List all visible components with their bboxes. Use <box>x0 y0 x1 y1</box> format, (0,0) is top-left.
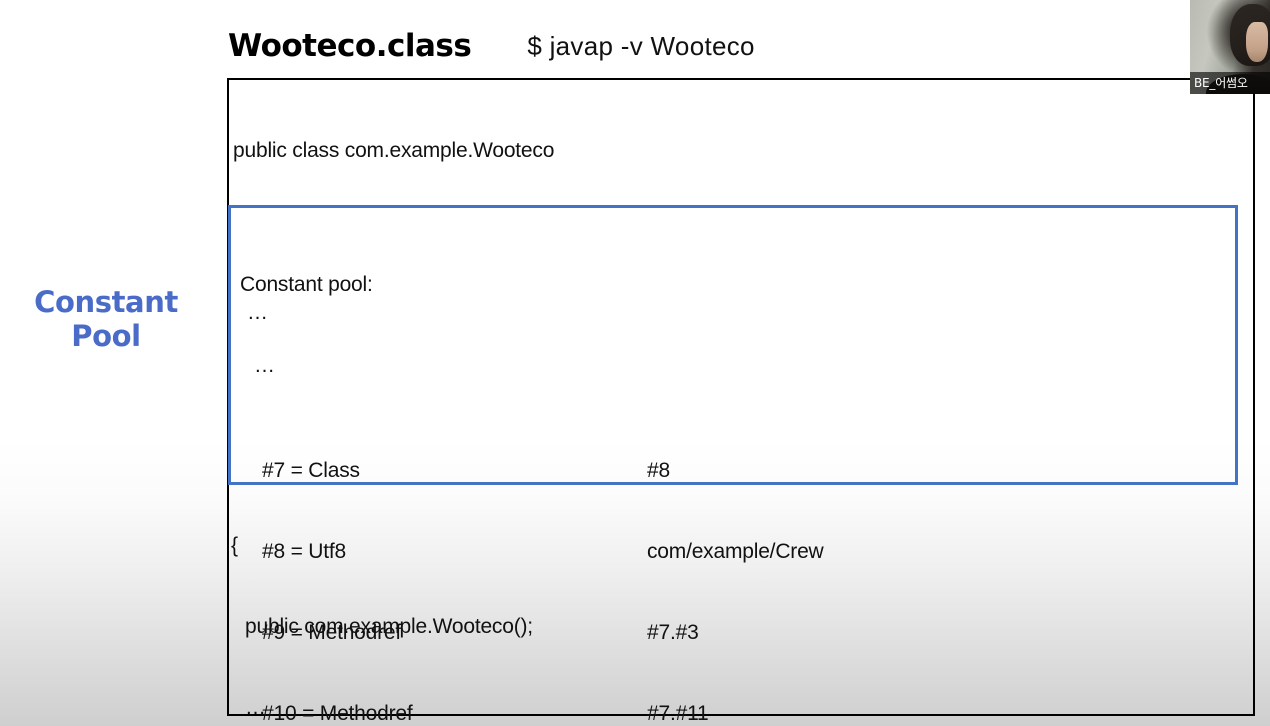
constant-pool-entry-value: #7.#3 <box>647 621 699 644</box>
constant-pool-entry-name: #9 = Methodref <box>262 621 402 644</box>
javap-command-text: $ javap -v Wooteco <box>527 30 755 61</box>
constant-pool-heading: Constant pool: <box>240 273 373 296</box>
class-declaration-line: public class com.example.Wooteco <box>233 139 555 162</box>
constant-pool-entry-name: #7 = Class <box>262 459 360 482</box>
open-brace-line: { <box>231 534 238 557</box>
page-title: Wooteco.class <box>228 28 472 64</box>
constant-pool-content: Constant pool: … #7 = Class #8 #8 = Utf8… <box>240 220 1229 726</box>
constructor-line: public com.example.Wooteco(); <box>245 615 533 638</box>
constant-pool-highlight-box: Constant pool: … #7 = Class #8 #8 = Utf8… <box>228 205 1238 725</box>
constant-pool-entry-name: #10 = Methodref <box>262 702 413 725</box>
annotation-line-1: Constant <box>34 285 178 319</box>
constant-pool-entry-value: com/example/Crew <box>647 540 824 563</box>
class-ellipsis-line: … <box>247 301 268 324</box>
webcam-participant-name: BE_어썸오 <box>1190 72 1270 94</box>
constant-pool-entry: #10 = Methodref #7.#11 <box>240 697 1229 726</box>
webcam-overlay[interactable]: BE_어썸오 <box>1190 0 1270 94</box>
constant-pool-entry: #8 = Utf8 com/example/Crew <box>240 535 1229 568</box>
webcam-person-face <box>1246 22 1268 62</box>
constant-pool-entry: #7 = Class #8 <box>240 454 1229 487</box>
constant-pool-annotation: Constant Pool <box>0 285 212 353</box>
constant-pool-entry-name: #8 = Utf8 <box>262 540 347 563</box>
method-bytecode-block: { public com.example.Wooteco(); … Code: … <box>231 481 1231 726</box>
constant-pool-entry: #9 = Methodref #7.#3 <box>240 616 1229 649</box>
slide-header: Wooteco.class $ javap -v Wooteco <box>228 20 1238 72</box>
class-declaration-block: public class com.example.Wooteco … <box>233 86 1213 377</box>
constant-pool-entry-value: #7.#11 <box>647 702 709 725</box>
annotation-line-2: Pool <box>71 319 141 353</box>
method-ellipsis-line: … <box>245 696 266 719</box>
constant-pool-ellipsis: … <box>254 354 275 377</box>
constant-pool-entry-value: #8 <box>647 459 670 482</box>
